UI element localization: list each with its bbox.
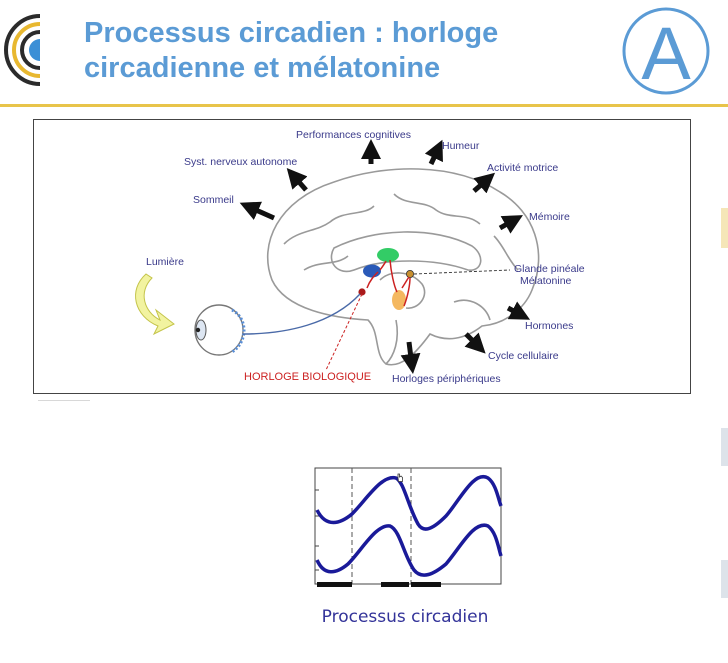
label-glande: Glande pinéale [514,263,585,275]
red-pathways [366,259,411,307]
page-title: Processus circadien : horloge circadienn… [84,16,624,86]
label-hormones: Hormones [525,320,573,332]
eye-illustration [194,304,246,356]
label-horloges-peripheriques: Horloges périphériques [392,373,501,385]
label-syst-nerveux: Syst. nerveux autonome [184,156,297,168]
label-cycle: Cycle cellulaire [488,350,559,362]
output-arrows [239,139,531,374]
cursor-hand-icon [397,473,403,482]
clock-pointer-line [325,293,363,371]
header-divider [0,104,728,107]
light-arrow [135,273,175,336]
title-line-1: Processus circadien : horloge [84,17,499,49]
label-activite: Activité motrice [487,162,558,174]
clock-nucleus-marker [358,288,366,296]
scroll-indicator-3[interactable] [721,560,728,598]
brain-structure-orange [392,290,406,310]
brain-diagram-figure: Performances cognitives Humeur Syst. ner… [33,119,691,394]
badge-letter: A [641,12,691,95]
label-lumiere: Lumière [146,256,184,268]
brain-illustration [266,168,540,366]
pineal-pointer-line [413,269,511,275]
upper-curve [315,474,503,531]
scroll-indicator-1[interactable] [721,208,728,248]
label-horloge-biologique: HORLOGE BIOLOGIQUE [244,371,371,383]
chart-caption: Processus circadien [321,607,489,627]
separator-line [38,400,90,401]
chart-ticks [315,489,319,571]
label-sommeil: Sommeil [193,194,234,206]
brand-logo-left [4,14,41,86]
circadian-chart [314,467,503,587]
night-bar-2 [381,582,409,587]
scroll-indicator-2[interactable] [721,428,728,466]
label-humeur: Humeur [442,140,480,152]
title-line-2: circadienne et mélatonine [84,52,441,84]
pineal-gland-marker [405,269,414,278]
brain-structure-blue [363,264,381,278]
badge-a-logo: A [622,7,710,95]
night-bar-1 [317,582,352,587]
label-performances: Performances cognitives [296,129,411,141]
label-memoire: Mémoire [529,211,570,223]
brain-structure-green [377,248,399,262]
label-melatonine: Mélatonine [520,275,572,287]
night-bar-3 [411,582,441,587]
optic-nerve [242,293,361,335]
lower-curve [315,523,503,577]
brain-diagram: Performances cognitives Humeur Syst. ner… [135,129,585,385]
